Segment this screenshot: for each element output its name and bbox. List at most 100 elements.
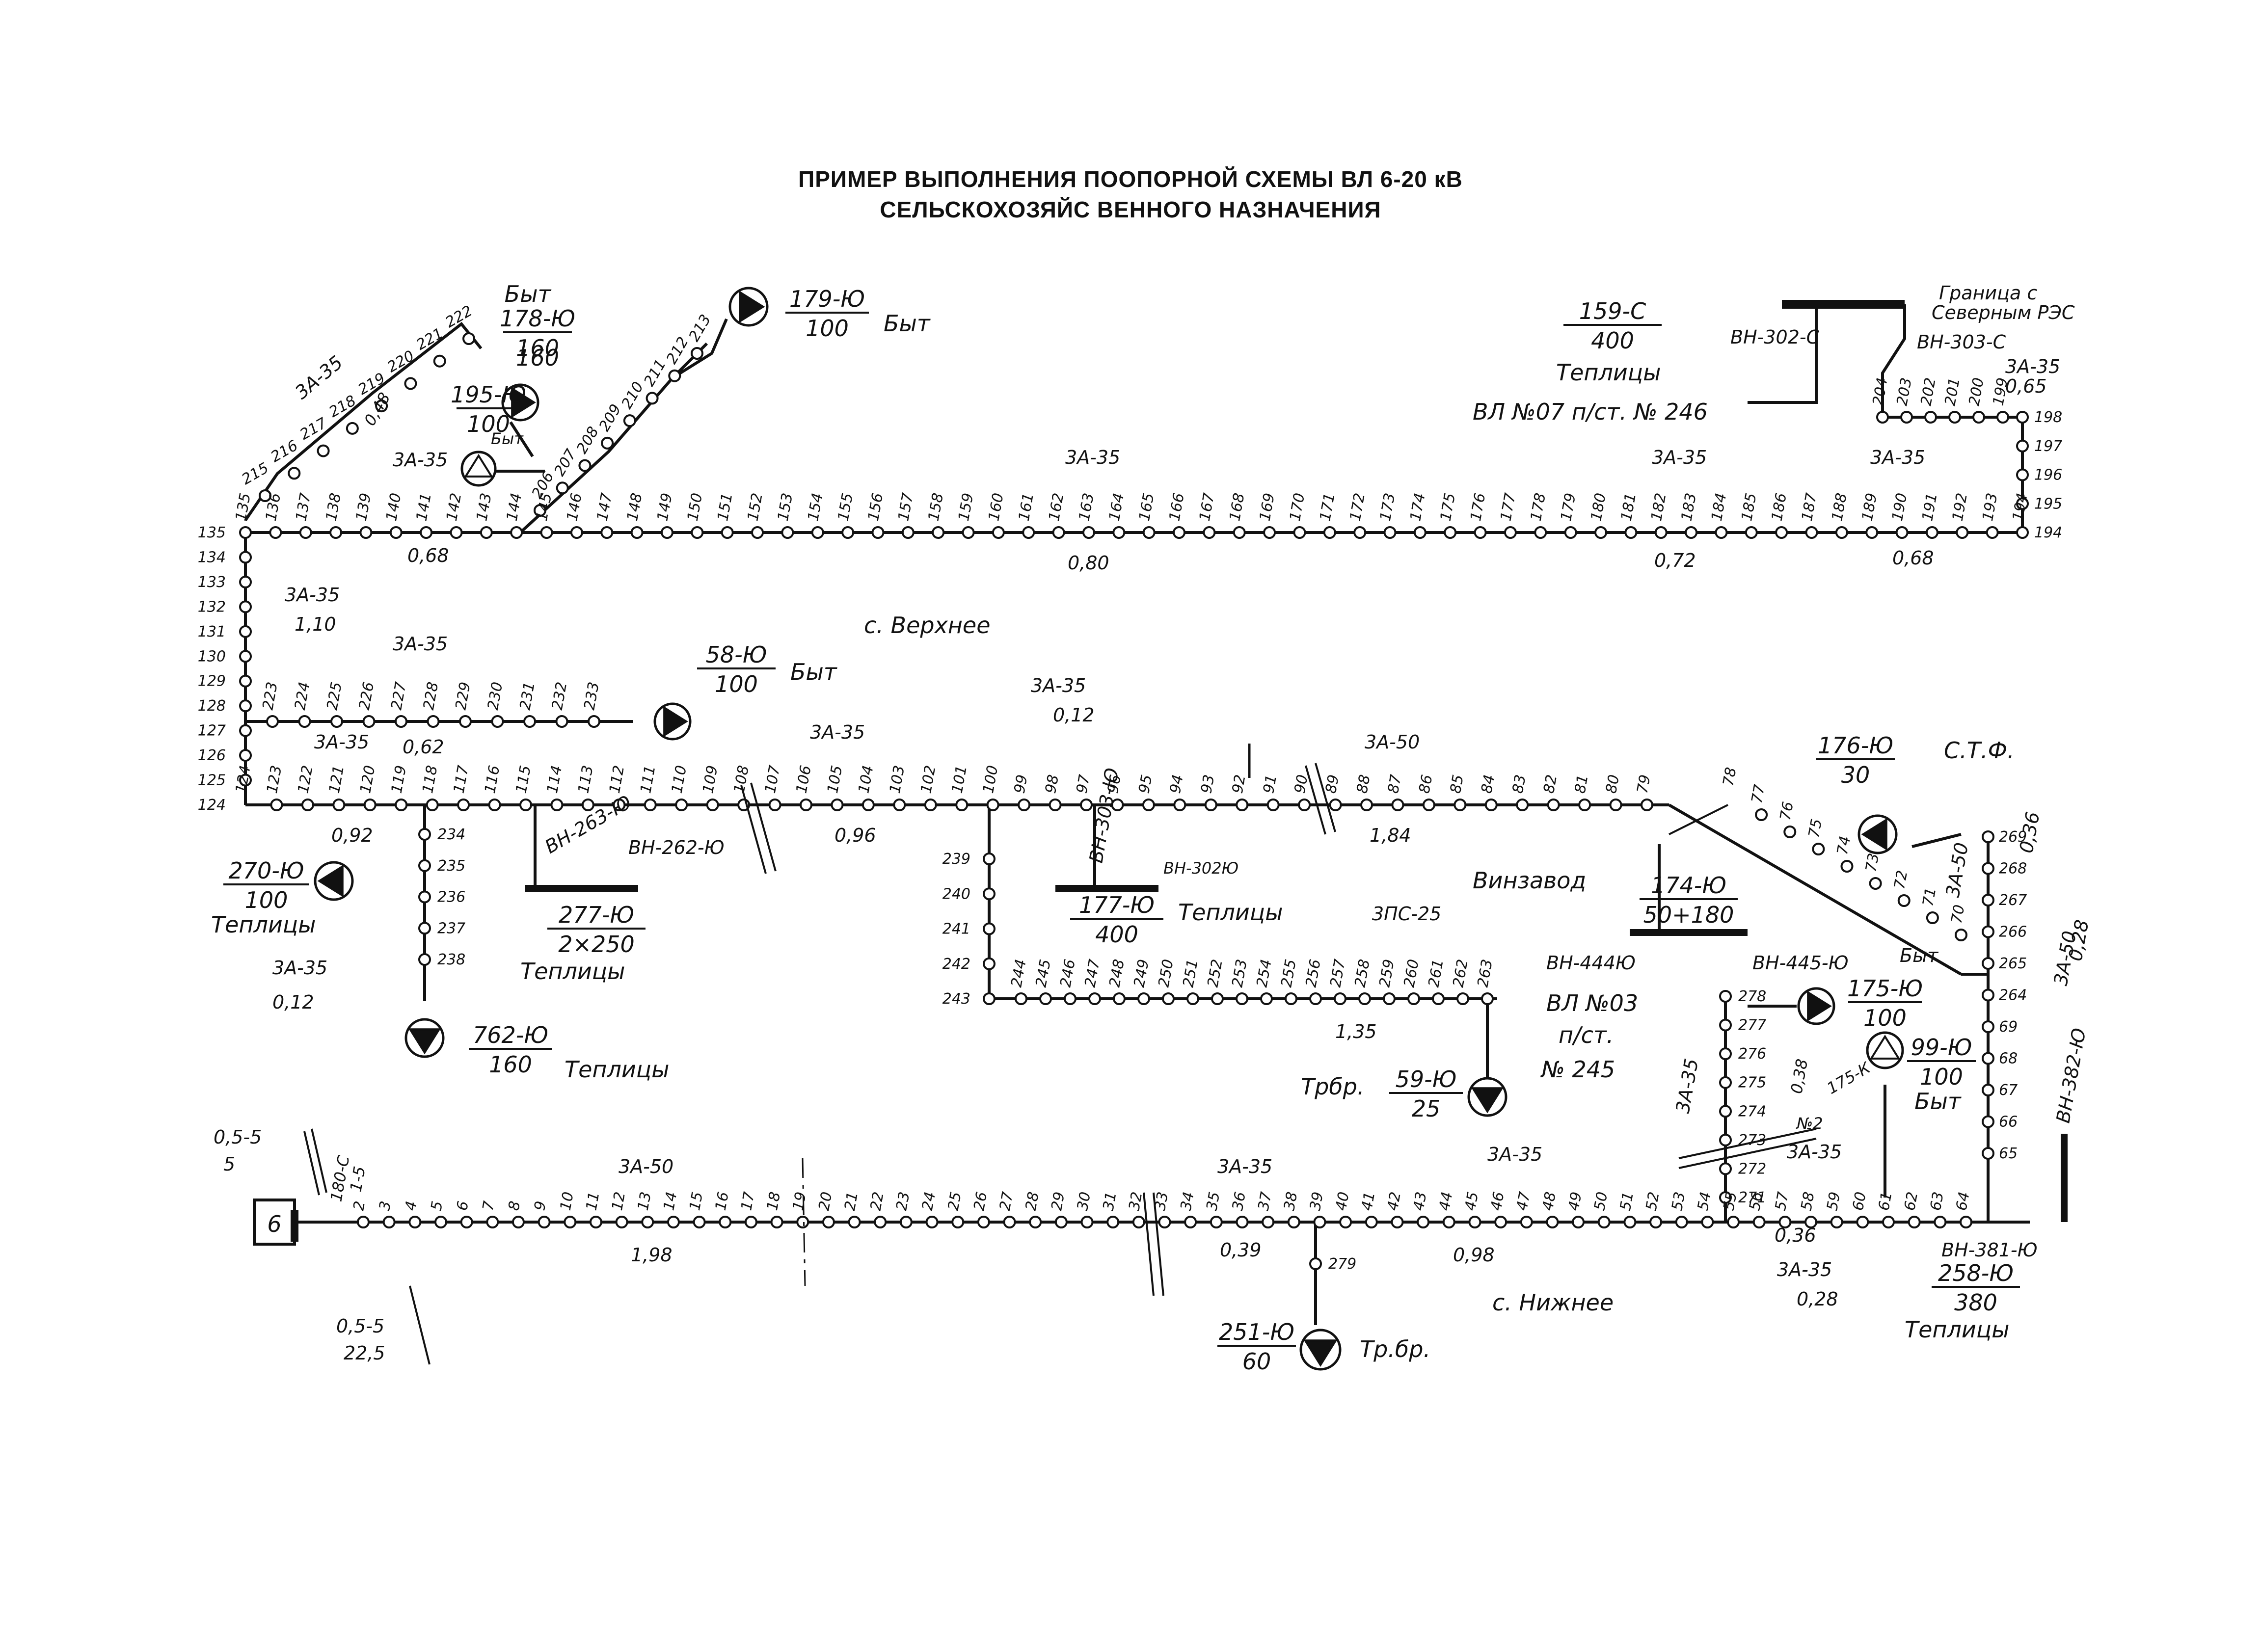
pole-116 (488, 799, 501, 811)
pole-number-101: 101 (949, 764, 970, 795)
pole-117 (457, 799, 470, 811)
pole-number-234: 234 (437, 826, 465, 843)
pole-228 (427, 715, 440, 728)
pole-number-83: 83 (1509, 773, 1530, 795)
pole-82 (1547, 799, 1560, 811)
pole-number-99: 99 (1011, 773, 1031, 795)
pole-number-34: 34 (1178, 1191, 1198, 1212)
label-wire_labels-a_mid_2_len: 0,12 (1053, 704, 1095, 726)
pole-number-156: 156 (865, 492, 887, 522)
pole-98 (1049, 799, 1062, 811)
label-substations-s_58-use: Быт (790, 659, 837, 685)
pole-151 (721, 526, 734, 539)
label-substations-s_176-kva: 30 (1841, 762, 1870, 788)
label-switches-vn_445: ВН-445-Ю (1752, 952, 1849, 974)
pole-188 (1835, 526, 1848, 539)
pole-79 (1641, 799, 1653, 811)
label-wire_labels-a_low_2: 3А-35 (1217, 1156, 1272, 1177)
pole-number-122: 122 (295, 764, 316, 795)
pole-number-124: 124 (198, 797, 226, 814)
pole-62 (1908, 1216, 1921, 1228)
pole-256 (1309, 992, 1322, 1005)
pole-number-27: 27 (996, 1191, 1017, 1212)
pole-170 (1293, 526, 1306, 539)
pole-number-209: 209 (596, 401, 625, 434)
transformer-59 (1467, 1077, 1507, 1117)
pole-141 (420, 526, 433, 539)
pole-number-236: 236 (437, 889, 465, 906)
pole-number-253: 253 (1229, 958, 1250, 988)
pole-23 (899, 1216, 913, 1228)
pole-183 (1685, 526, 1698, 539)
pole-number-127: 127 (198, 722, 226, 740)
cut-mark-78 (1669, 804, 1728, 835)
label-substations-s_251-kva: 60 (1242, 1348, 1271, 1375)
pole-89 (1329, 799, 1342, 811)
pole-133 (239, 575, 252, 588)
label-substations-s_178-kva: 160 (516, 345, 559, 371)
pole-161 (1022, 526, 1035, 539)
pole-number-161: 161 (1016, 492, 1037, 522)
pole-number-24: 24 (919, 1191, 939, 1212)
pole-number-14: 14 (660, 1191, 680, 1212)
cut-mark-33 (1143, 1192, 1155, 1296)
pole-211 (646, 392, 659, 405)
pole-80 (1609, 799, 1622, 811)
pole-number-276: 276 (1738, 1045, 1766, 1063)
label-wire_labels-a_upper_2: 3А-35 (393, 449, 448, 471)
pole-241 (983, 922, 996, 935)
pole-number-197: 197 (2034, 438, 2062, 455)
pole-number-150: 150 (684, 492, 706, 522)
pole-number-80: 80 (1603, 773, 1623, 795)
pole-175 (1444, 526, 1457, 539)
label-substations-s_174-id: 174-Ю (1651, 872, 1726, 899)
pole-number-245: 245 (1032, 958, 1054, 988)
pole-142 (450, 526, 463, 539)
pole-248 (1113, 992, 1126, 1005)
label-wire_labels-len_072: 0,72 (1654, 550, 1696, 571)
pole-191 (1925, 526, 1938, 539)
pole-19 (796, 1216, 809, 1228)
pole-267 (1982, 894, 1994, 906)
pole-269 (1982, 830, 1994, 843)
pole-12 (615, 1216, 628, 1228)
pole-131 (239, 625, 252, 638)
pole-number-3: 3 (376, 1200, 395, 1212)
pole-121 (332, 799, 346, 811)
label-settlements-lower: с. Нижнее (1492, 1289, 1614, 1316)
transformer-176 (1857, 814, 1898, 854)
label-switches-vn_302: ВН-302-С (1730, 326, 1820, 348)
pole-number-76: 76 (1777, 800, 1797, 822)
pole-number-246: 246 (1057, 958, 1078, 988)
pole-71 (1926, 911, 1939, 924)
pole-266 (1982, 925, 1994, 938)
cut-mark-91b (1315, 763, 1336, 832)
pole-number-21: 21 (841, 1191, 861, 1212)
pole-markers (239, 332, 2029, 1270)
label-switches-vn_444: ВН-444Ю (1546, 952, 1636, 974)
pole-number-243: 243 (942, 990, 970, 1008)
label-wire_labels-a_low_3: 3А-35 (1487, 1144, 1542, 1165)
cut-mark-33b (1153, 1192, 1164, 1296)
pole-278 (1719, 990, 1732, 1003)
pole-number-257: 257 (1327, 958, 1348, 988)
pole-153 (781, 526, 794, 539)
label-substations-s_762-use: Теплицы (565, 1056, 669, 1083)
label-substations-s_159-id: 159-С (1579, 298, 1646, 324)
pole-113 (581, 799, 594, 811)
pole-97 (1080, 799, 1093, 811)
pole-number-91: 91 (1260, 773, 1280, 795)
diagram-title-line-1: ПРИМЕР ВЫПОЛНЕНИЯ ПООПОРНОЙ СХЕМЫ ВЛ 6-2… (798, 166, 1463, 192)
pole-126 (239, 749, 252, 762)
cut-mark-108b (750, 782, 777, 872)
pole-56 (1752, 1216, 1766, 1228)
pole-number-144: 144 (504, 492, 525, 522)
pole-number-47: 47 (1513, 1191, 1534, 1212)
pole-number-59: 59 (1824, 1191, 1844, 1212)
pole-219 (375, 400, 388, 413)
pole-number-8: 8 (505, 1200, 524, 1212)
label-substations-s_258-use: Теплицы (1905, 1316, 2009, 1343)
pole-number-74: 74 (1834, 835, 1854, 856)
label-substations-s_270-kva: 100 (245, 887, 288, 913)
pole-213 (691, 347, 703, 360)
